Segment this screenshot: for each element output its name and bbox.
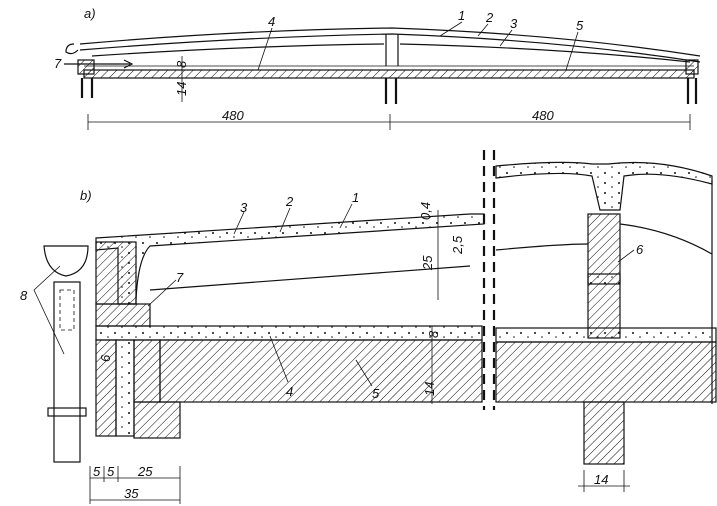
fig-a-dim-14: 14 <box>174 82 189 96</box>
fig-b-wall-conc <box>115 339 135 437</box>
fig-a-dim-ticks <box>87 114 691 130</box>
fig-b-right-slab-top <box>495 327 717 343</box>
fig-b-callout-5: 5 <box>372 386 380 401</box>
fig-a-arrowhead-7 <box>123 59 134 69</box>
fig-b-callout-1: 1 <box>352 190 359 205</box>
fig-b-dim-25a: 2,5 <box>450 235 465 255</box>
fig-a-gutter <box>65 43 79 55</box>
fig-b-column-mid <box>587 273 621 285</box>
fig-b-lower-column <box>583 401 625 465</box>
fig-b-dim-14: 14 <box>422 382 437 396</box>
fig-b-leader-1 <box>339 203 353 229</box>
fig-a-dim-480-right: 480 <box>532 108 554 123</box>
fig-a-callout-5: 5 <box>576 18 584 33</box>
fig-a-support-right <box>686 78 698 104</box>
fig-b-slab-edge <box>133 339 161 403</box>
fig-b-leader-4 <box>269 335 289 383</box>
fig-b-right-curve <box>495 243 589 251</box>
fig-b-dim-35: 35 <box>124 486 139 501</box>
fig-b-callout-8: 8 <box>20 288 28 303</box>
fig-b-wall-lower <box>95 339 117 437</box>
fig-b-leader-3 <box>233 211 245 235</box>
figure-b <box>33 150 717 504</box>
fig-b-dim-8: 8 <box>426 330 441 338</box>
fig-a-leader-5 <box>565 31 579 71</box>
fig-a-central-joint <box>385 34 399 66</box>
fig-b-leader-2 <box>279 207 291 233</box>
fig-a-dim-8: 8 <box>174 60 189 68</box>
fig-b-pipe-clamp <box>47 407 87 417</box>
fig-b-shell-underside <box>149 265 471 291</box>
fig-a-callout-1: 1 <box>458 8 465 23</box>
fig-a-leader-2 <box>477 23 489 37</box>
fig-a-roof-bottom <box>79 33 701 63</box>
fig-b-callout-7: 7 <box>176 270 184 285</box>
fig-b-dim-04: 0,4 <box>418 202 433 220</box>
fig-a-callout-7: 7 <box>54 56 62 71</box>
fig-b-gutter <box>43 245 89 277</box>
fig-b-dim-6: 6 <box>98 354 113 362</box>
fig-a-callout-3: 3 <box>510 16 518 31</box>
fig-b-slab-main <box>159 339 483 403</box>
fig-a-dim-480-left: 480 <box>222 108 244 123</box>
fig-a-support-left <box>80 78 94 98</box>
fig-b-callout-3: 3 <box>240 200 248 215</box>
fig-a-support-mid <box>384 78 398 104</box>
fig-b-callout-4: 4 <box>286 384 293 399</box>
fig-a-rib-left <box>91 43 385 57</box>
fig-b-right-curve-2 <box>619 223 713 255</box>
fig-b-dim-bottom-ticks <box>89 466 181 504</box>
fig-b-leader-7 <box>147 279 177 307</box>
fig-a-leader-1 <box>439 21 463 37</box>
figure-a <box>64 21 701 130</box>
fig-b-beam-7 <box>95 303 151 327</box>
fig-b-edge-beam <box>133 401 181 439</box>
fig-a-leader-3 <box>499 29 513 47</box>
fig-a-roof-top <box>79 27 701 57</box>
fig-a-callout-2: 2 <box>485 10 494 25</box>
fig-b-dim-25b: 25 <box>137 464 153 479</box>
fig-b-downpipe-inner <box>59 289 75 331</box>
fig-a-label: a) <box>84 6 96 21</box>
fig-b-callout-2: 2 <box>285 194 294 209</box>
fig-b-dim-5a: 5 <box>93 464 101 479</box>
fig-b-dim-25: 25 <box>420 255 435 271</box>
fig-b-dim-14b: 14 <box>594 472 608 487</box>
fig-b-leader-5 <box>355 359 373 387</box>
fig-b-downpipe <box>53 281 81 463</box>
fig-b-label: b) <box>80 188 92 203</box>
fig-b-right-shell-top <box>495 161 713 211</box>
fig-b-leader-6 <box>617 249 635 263</box>
fig-b-dim-col-ticks <box>583 470 625 492</box>
fig-a-leader-4 <box>257 27 273 71</box>
fig-b-slab-top <box>95 325 483 341</box>
fig-b-leader-8 <box>33 265 65 355</box>
fig-b-callout-6: 6 <box>636 242 644 257</box>
fig-b-right-slab <box>495 341 717 403</box>
fig-a-floor-slab <box>83 69 695 79</box>
fig-a-callout-4: 4 <box>268 14 275 29</box>
fig-b-dim-5b: 5 <box>107 464 115 479</box>
fig-a-rib-right <box>399 43 691 63</box>
